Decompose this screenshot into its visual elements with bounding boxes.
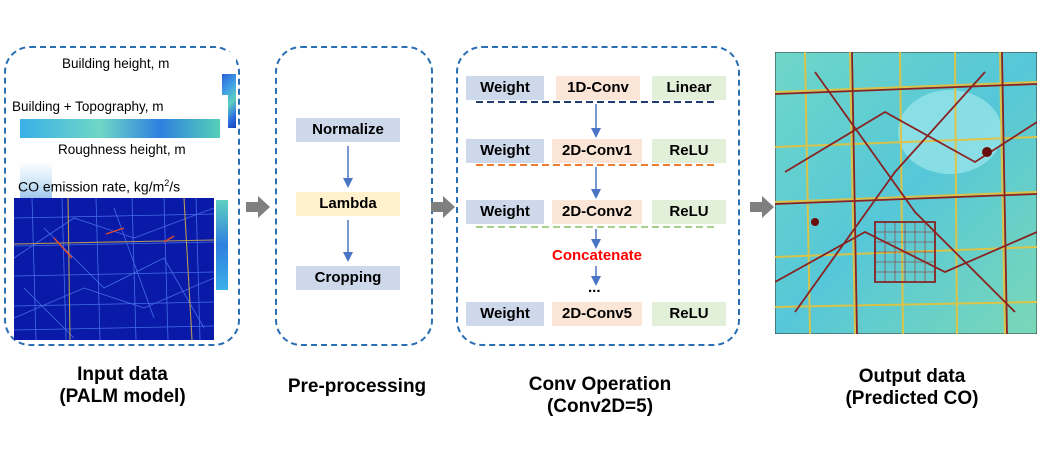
weight-box-2: Weight [466, 139, 544, 163]
ellipsis-label: ... [588, 279, 601, 296]
conv-box-2d-2: 2D-Conv2 [552, 200, 642, 224]
input-data-subtitle: (PALM model) [59, 386, 186, 407]
flow-arrow-conv-2 [591, 167, 601, 199]
output-data-title: Output data [858, 366, 966, 387]
stage-arrow-1 [246, 196, 270, 218]
conv-box-1d: 1D-Conv [556, 76, 640, 100]
flow-arrow-conv-4 [591, 266, 601, 286]
stage-arrow-2 [431, 196, 455, 218]
divider-line-1 [476, 101, 716, 103]
activation-box-1: Linear [652, 76, 726, 100]
co-emission-map [14, 198, 214, 340]
flow-arrow-lambda-cropping [343, 220, 353, 262]
input-data-title: Input data [77, 364, 168, 385]
activation-box-3: ReLU [652, 200, 726, 224]
building-topography-label: Building + Topography, m [12, 99, 164, 114]
roughness-height-map [20, 162, 52, 198]
cropping-step: Cropping [296, 266, 400, 290]
co-emission-label: CO emission rate, kg/m2/s [18, 178, 181, 195]
conv-operation-subtitle: (Conv2D=5) [546, 396, 654, 417]
normalize-step: Normalize [296, 118, 400, 142]
output-data-caption: Output data (Predicted CO) [832, 366, 992, 410]
flow-arrow-normalize-lambda [343, 146, 353, 188]
stage-arrow-3 [750, 196, 774, 218]
weight-box-1: Weight [466, 76, 544, 100]
conv-operation-caption: Conv Operation (Conv2D=5) [510, 374, 690, 418]
preprocessing-caption: Pre-processing [287, 376, 427, 397]
flow-arrow-conv-3 [591, 229, 601, 249]
input-data-caption: Input data (PALM model) [40, 364, 205, 408]
divider-line-2 [476, 164, 716, 166]
conv-box-2d-1: 2D-Conv1 [552, 139, 642, 163]
weight-box-3: Weight [466, 200, 544, 224]
roughness-height-label: Roughness height, m [58, 142, 186, 157]
conv-operation-title: Conv Operation [528, 374, 672, 395]
conv-box-2d-5: 2D-Conv5 [552, 302, 642, 326]
predicted-co-map [775, 52, 1037, 334]
roughness-height-layer: Roughness height, m [14, 138, 234, 200]
activation-box-4: ReLU [652, 302, 726, 326]
lambda-step: Lambda [296, 192, 400, 216]
divider-line-3 [476, 226, 716, 228]
output-data-subtitle: (Predicted CO) [845, 388, 979, 409]
topography-side-strip [216, 200, 228, 290]
building-height-label: Building height, m [62, 56, 170, 71]
flow-arrow-conv-1 [591, 104, 601, 138]
activation-box-2: ReLU [652, 139, 726, 163]
concatenate-label: Concatenate [552, 247, 643, 264]
weight-box-4: Weight [466, 302, 544, 326]
